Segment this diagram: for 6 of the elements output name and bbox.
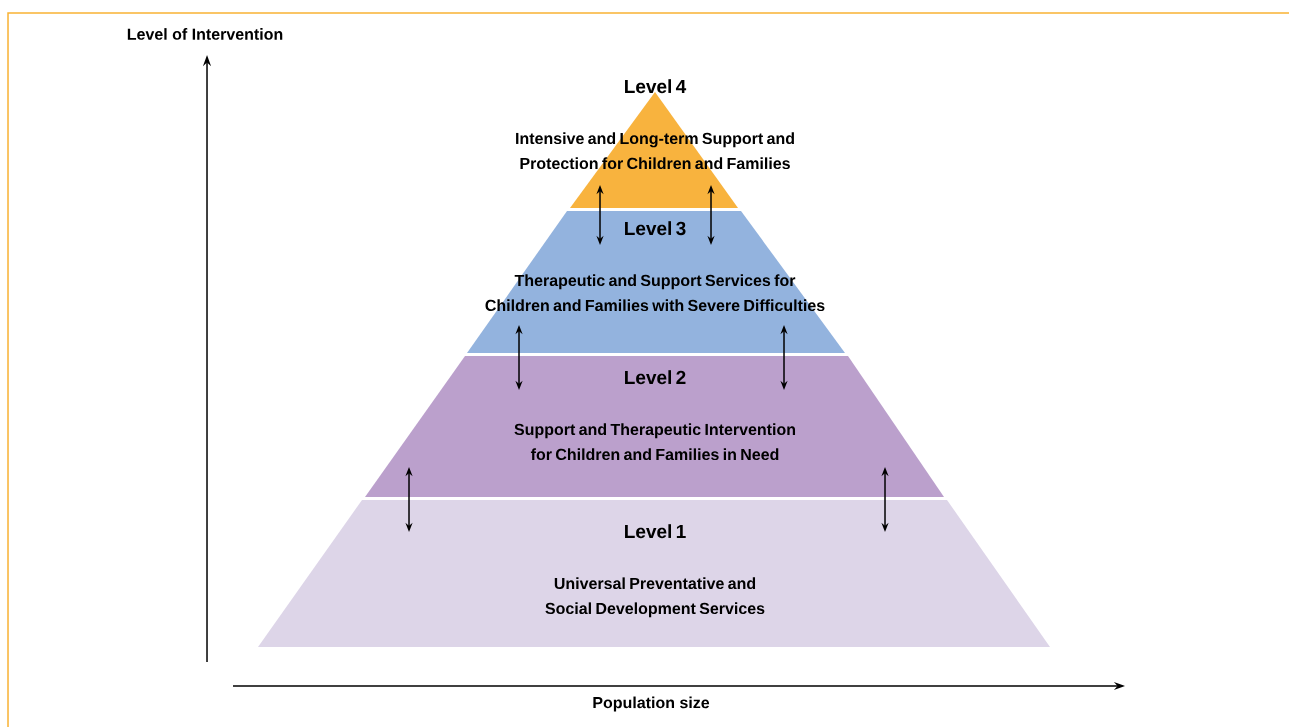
node-label: Level 4 — [625, 79, 687, 94]
pyramid-level: Level 1 Universal Preventative and Social Development Services — [258, 500, 1050, 647]
pyramid-level: Level 3 Therapeutic and Support Services for Children and Families with Severe Difficulties — [467, 211, 845, 353]
axis-label: Level of Intervention — [127, 28, 283, 40]
pyramid-level: Level 2 Support and Therapeutic Intervention for Children and Families in Need — [365, 356, 944, 497]
axis-label: Population size — [593, 696, 710, 712]
